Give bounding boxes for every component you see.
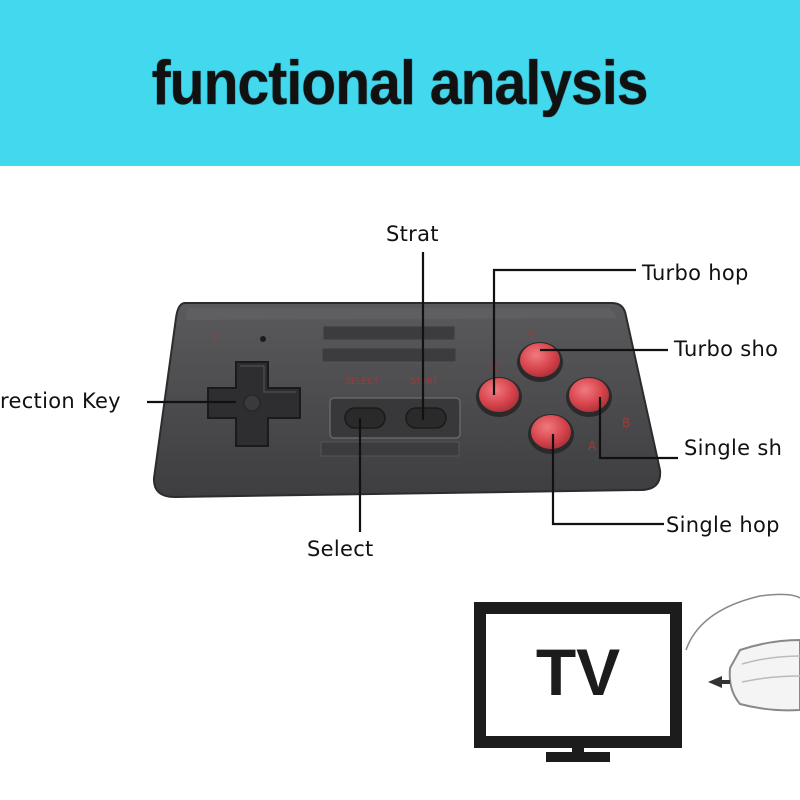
center-stripe-3 <box>320 441 460 457</box>
select-button-label: SELECT <box>345 377 379 387</box>
turbo-hop-button[interactable] <box>476 377 522 417</box>
button-letter-y: Y <box>527 329 536 343</box>
page-title: functional analysis <box>151 48 649 118</box>
turbo-hop-callout-label: Turbo hop <box>642 261 749 285</box>
strat-callout-label: Strat <box>386 222 439 246</box>
tv-label: TV <box>536 635 620 709</box>
controller-top-face <box>186 308 618 320</box>
single-hop-leader <box>551 434 664 526</box>
single-hop-button[interactable] <box>528 414 574 454</box>
single-shot-leader <box>598 397 678 460</box>
header-banner: functional analysis <box>0 0 800 166</box>
tv-stand <box>546 752 610 762</box>
single-hop-callout-label: Single hop <box>666 513 780 537</box>
select-button[interactable] <box>344 407 386 429</box>
start-button[interactable] <box>405 407 447 429</box>
center-stripe-2 <box>321 347 457 363</box>
button-letter-b: B <box>622 416 630 430</box>
single-shot-button[interactable] <box>566 377 612 417</box>
direction-pad[interactable] <box>207 361 301 447</box>
center-stripe-1 <box>322 325 456 341</box>
player-mark: 1 <box>210 331 218 345</box>
select-callout-label: Select <box>307 537 374 561</box>
button-letter-a: A <box>588 439 597 453</box>
tv-illustration: TV <box>474 602 682 762</box>
console-box <box>728 638 800 712</box>
start-button-label: START <box>410 377 438 387</box>
turbo-shot-callout-label: Turbo sho <box>674 337 779 361</box>
console-illustration <box>685 593 800 712</box>
gamepad-controller: SELECT START 1 Y X B A <box>152 302 662 499</box>
direction-key-callout-label: rection Key <box>0 389 121 413</box>
arrow-left-icon <box>708 676 722 688</box>
turbo-hop-leader <box>492 268 636 395</box>
single-shot-callout-label: Single sh <box>684 436 783 460</box>
callout-lines <box>147 252 678 532</box>
turbo-shot-button[interactable] <box>517 342 563 382</box>
tv-frame <box>474 602 682 748</box>
cable <box>685 593 800 651</box>
led-dot <box>260 336 266 342</box>
